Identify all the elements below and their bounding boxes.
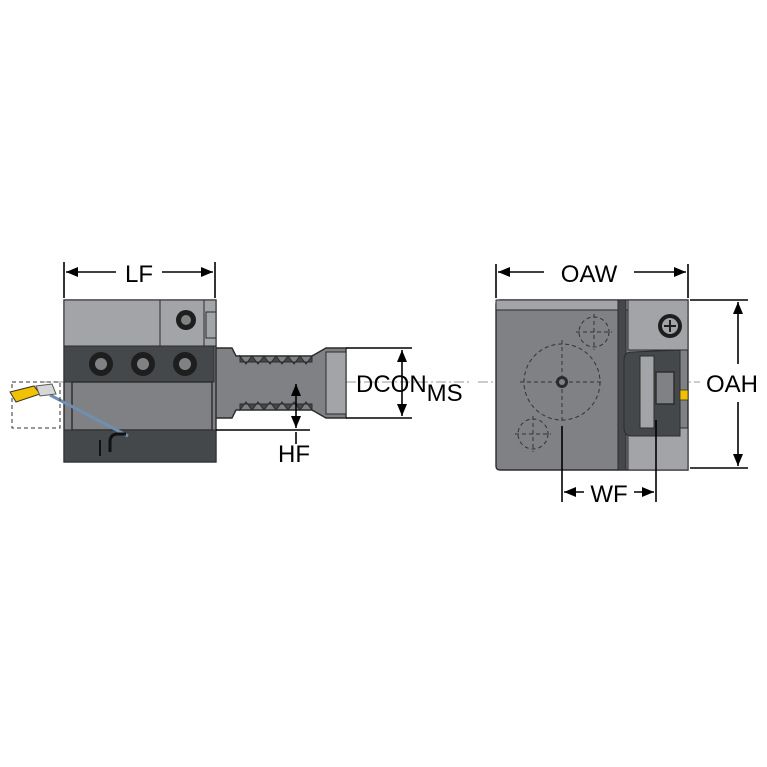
hf-dimension bbox=[216, 384, 310, 444]
wf-dimension bbox=[561, 420, 657, 502]
wf-label: WF bbox=[590, 481, 627, 508]
center-bore-icon bbox=[556, 376, 568, 388]
side-view: LF DCONMS HF bbox=[9, 261, 470, 468]
oaw-dimension bbox=[495, 264, 689, 298]
dcon-dimension bbox=[346, 347, 412, 419]
front-insert bbox=[679, 389, 689, 401]
lf-label: LF bbox=[125, 261, 153, 288]
oaw-label: OAW bbox=[561, 261, 618, 288]
thread-teeth bbox=[239, 354, 313, 365]
dcon-label: DCONMS bbox=[356, 371, 463, 407]
top-screw-icon bbox=[176, 310, 196, 330]
front-view: OAW OAH WF bbox=[478, 261, 758, 508]
threaded-shank bbox=[213, 347, 347, 419]
clamp-screw-icon bbox=[131, 352, 155, 376]
oah-dimension bbox=[690, 299, 748, 469]
hf-label: HF bbox=[278, 441, 310, 468]
clamp-screw-icon bbox=[89, 352, 113, 376]
lf-dimension bbox=[63, 262, 216, 298]
dcon-subscript-text: MS bbox=[427, 380, 463, 407]
dcon-main-text: DCON bbox=[356, 371, 427, 398]
front-body bbox=[495, 299, 689, 471]
clamp-screw-icon bbox=[173, 352, 197, 376]
front-screw-icon bbox=[658, 314, 682, 338]
coolant-channel bbox=[49, 393, 129, 438]
oah-label: OAH bbox=[706, 371, 758, 398]
cutting-insert bbox=[9, 381, 61, 429]
